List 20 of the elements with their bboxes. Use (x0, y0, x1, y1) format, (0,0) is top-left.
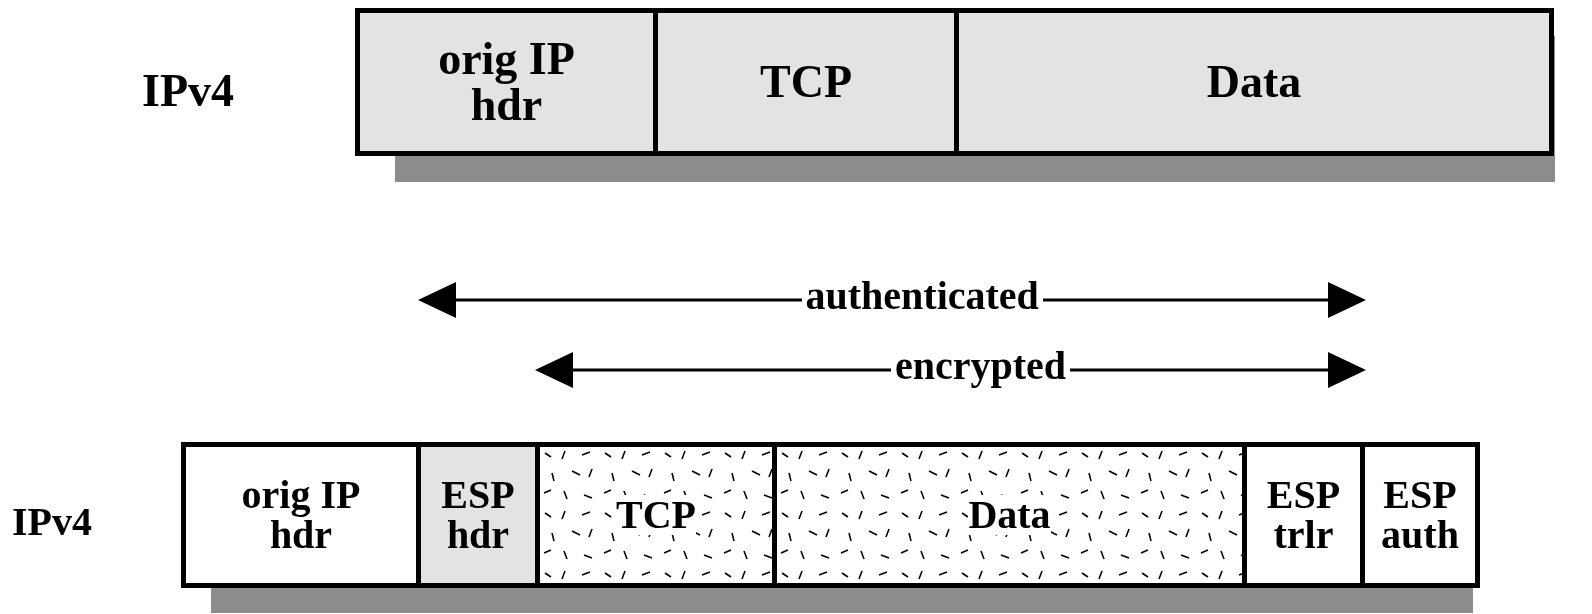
packet-field (653, 8, 954, 156)
packet-field (535, 442, 772, 588)
packet-field (772, 442, 1242, 588)
packet-field (1242, 442, 1360, 588)
field-label: Data (1206, 59, 1302, 105)
packet-field (355, 8, 653, 156)
packet-field (1360, 442, 1480, 588)
field-label: ESP trlr (1265, 475, 1342, 555)
row-label: IPv4 (12, 502, 92, 542)
field-label: ESP hdr (440, 475, 516, 555)
field-label: orig IP hdr (240, 475, 362, 555)
field-label: ESP auth (1380, 475, 1460, 555)
field-label: TCP (760, 59, 852, 105)
packet-field (416, 442, 535, 588)
field-label: orig IP hdr (437, 36, 576, 128)
field-label: Data (968, 495, 1051, 535)
packet-field (181, 442, 416, 588)
row-label: IPv4 (142, 68, 234, 114)
packet-field (954, 8, 1554, 156)
field-label: TCP (616, 495, 696, 535)
